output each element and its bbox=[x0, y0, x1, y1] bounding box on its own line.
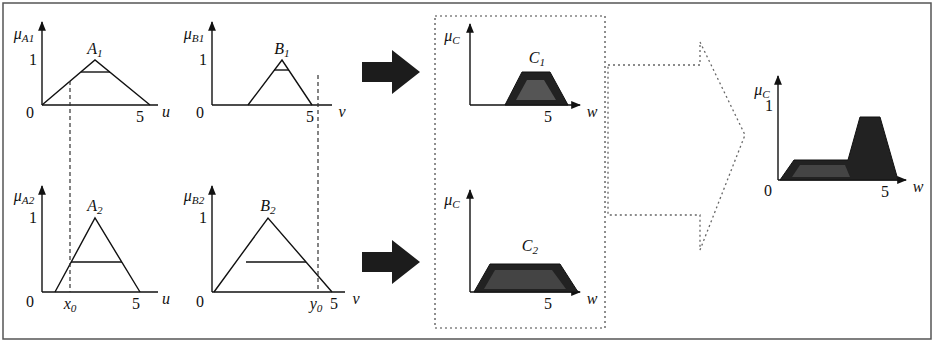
set-name: C2 bbox=[522, 238, 538, 254]
aggregated-output bbox=[780, 117, 898, 180]
axes bbox=[42, 22, 906, 292]
set-name: B2 bbox=[260, 198, 275, 214]
tick-label: 1 bbox=[765, 98, 773, 114]
tick-label: 5 bbox=[544, 109, 552, 125]
tick-label: 5 bbox=[306, 109, 314, 125]
tick-label: 0 bbox=[26, 105, 34, 121]
input-value: y0 bbox=[310, 296, 323, 312]
axis-label: μA1 bbox=[14, 26, 34, 42]
consequent-shapes bbox=[474, 72, 578, 292]
tick-label: 1 bbox=[199, 210, 207, 226]
axis-label: v bbox=[338, 104, 345, 120]
tick-label: 1 bbox=[29, 52, 37, 68]
tick-label: 0 bbox=[196, 105, 204, 121]
tick-label: 5 bbox=[881, 184, 889, 200]
axis-label: w bbox=[587, 104, 598, 120]
axis-label: μB1 bbox=[184, 26, 204, 42]
axis-label: w bbox=[587, 291, 598, 307]
tick-label: 0 bbox=[764, 183, 772, 199]
axis-label: w bbox=[913, 179, 924, 195]
tick-label: 1 bbox=[29, 210, 37, 226]
axis-label: u bbox=[162, 291, 170, 307]
set-name: B1 bbox=[274, 41, 289, 57]
tick-label: 5 bbox=[330, 296, 338, 312]
set-name: A2 bbox=[87, 198, 102, 214]
set-name: A1 bbox=[87, 41, 102, 57]
block-arrows bbox=[362, 50, 420, 284]
axis-label: μA2 bbox=[14, 188, 34, 204]
axis-label: μC bbox=[754, 82, 770, 98]
consequent-box bbox=[435, 16, 605, 328]
set-name: C1 bbox=[529, 50, 545, 66]
tick-label: 5 bbox=[136, 109, 144, 125]
outer-frame bbox=[3, 3, 931, 339]
axis-label: μC bbox=[444, 28, 460, 44]
tick-label: 5 bbox=[544, 296, 552, 312]
tick-label: 0 bbox=[196, 294, 204, 310]
tick-label: 5 bbox=[132, 296, 140, 312]
input-value: x0 bbox=[64, 296, 77, 312]
tick-label: 0 bbox=[26, 294, 34, 310]
axis-label: u bbox=[162, 104, 170, 120]
aggregation-arrow bbox=[608, 42, 745, 250]
axis-label: μB2 bbox=[184, 188, 204, 204]
input-guides bbox=[70, 75, 318, 292]
axis-label: μC bbox=[444, 192, 460, 208]
axis-label: v bbox=[352, 291, 359, 307]
tick-label: 1 bbox=[199, 52, 207, 68]
membership-functions bbox=[42, 60, 332, 292]
